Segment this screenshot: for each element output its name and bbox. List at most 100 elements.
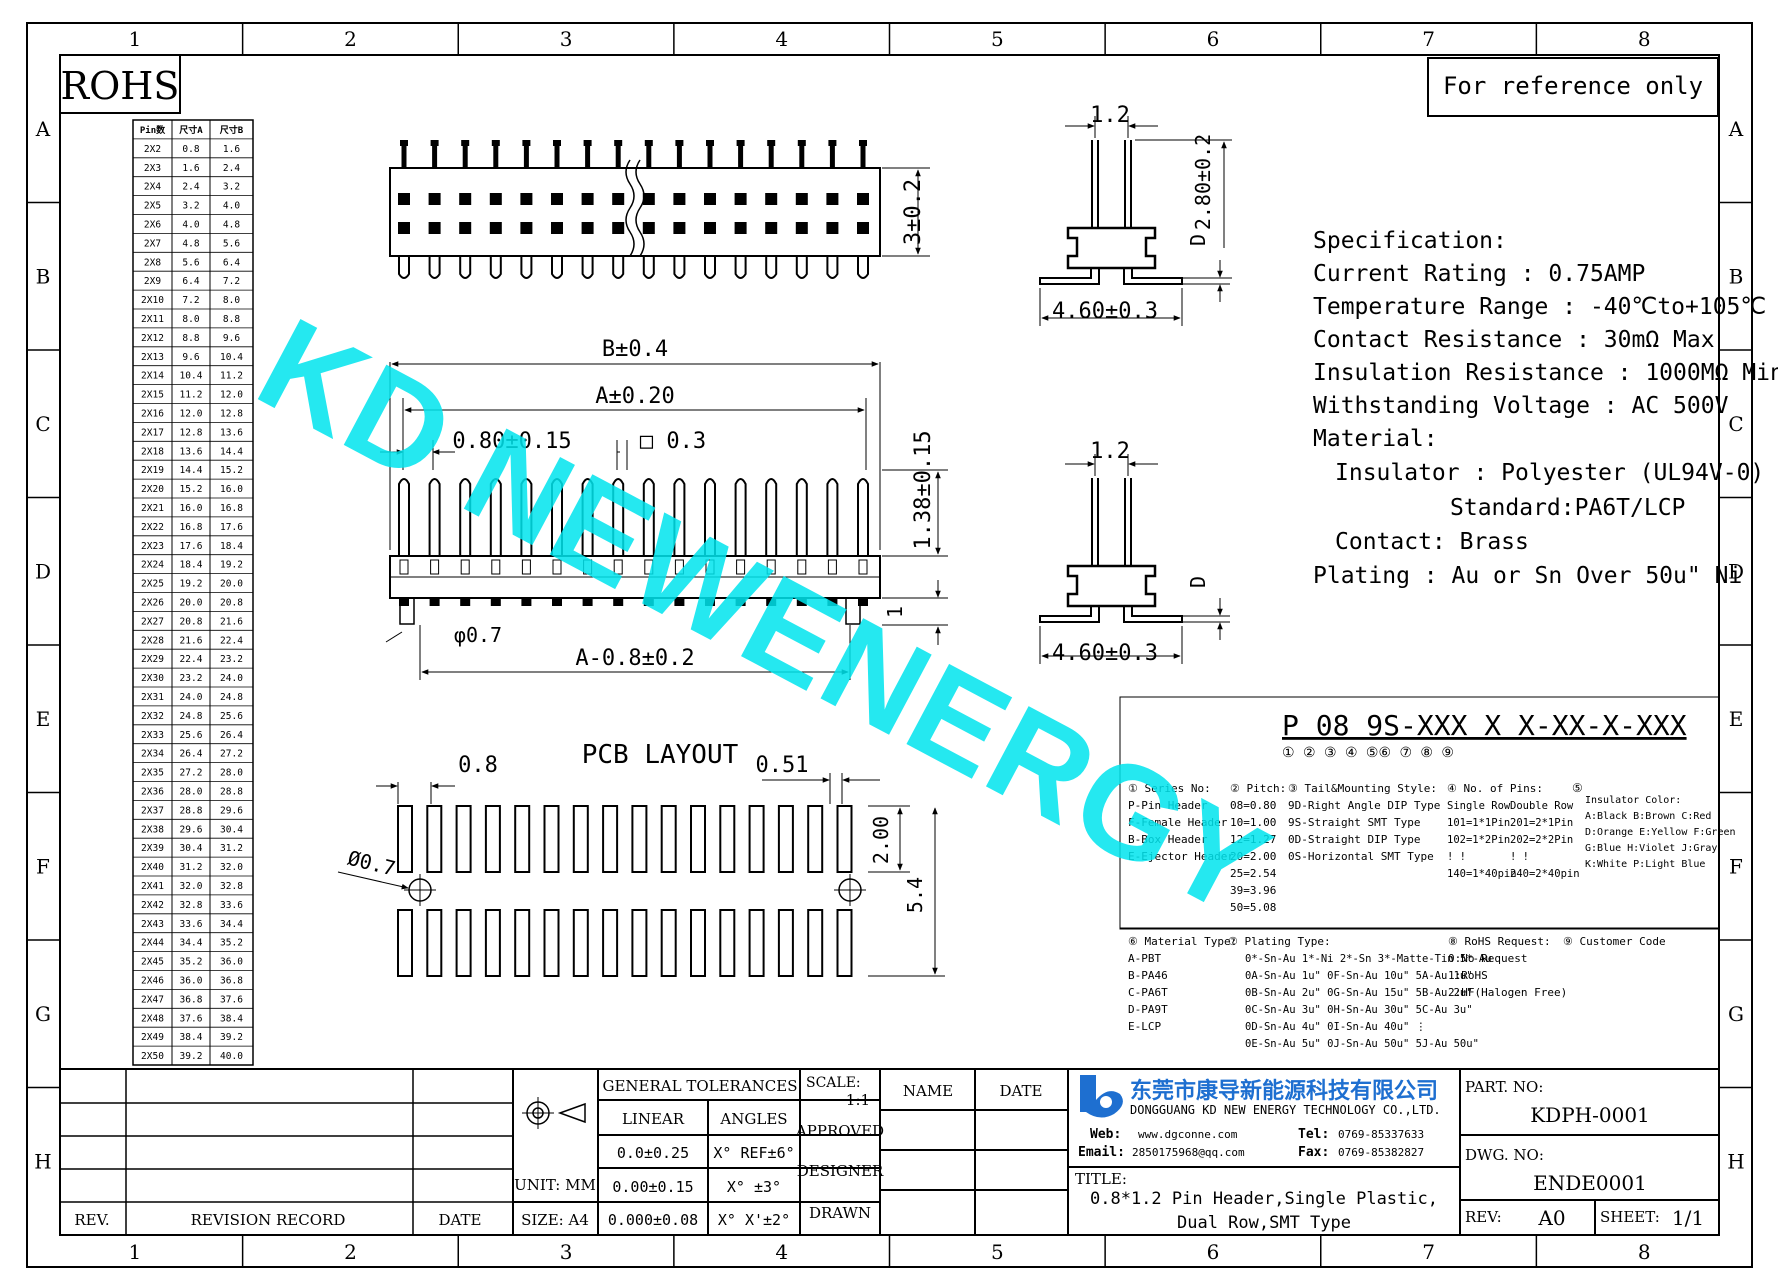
size-table-cell: 2X9	[144, 276, 161, 287]
pcb-pad-top	[690, 805, 706, 873]
top-pin-square-1	[459, 193, 472, 205]
size-table-cell: 4.0	[182, 220, 199, 231]
pcb-pad-bottom	[572, 909, 589, 977]
side-pin-foot	[705, 598, 715, 606]
top-pin-square-1	[398, 193, 410, 205]
code-customer: ⑨ Customer Code	[1563, 935, 1666, 948]
size-table-cell: 29.6	[180, 824, 203, 835]
size-table-cell: 2X38	[141, 824, 164, 835]
side-view-pins	[398, 478, 869, 606]
size-table-cell: 31.2	[180, 862, 203, 873]
size-table-cell: 12.0	[220, 390, 243, 401]
pcb-pad-top	[455, 805, 472, 873]
size-table-cell: 2X26	[141, 598, 164, 609]
size-table-cell: 2X34	[141, 749, 164, 760]
top-pin-square-1	[826, 193, 839, 205]
size-table-cell: 24.0	[220, 673, 243, 684]
top-pin-square-1	[551, 193, 563, 205]
size-table-cell: 14.4	[220, 446, 243, 457]
side-pin-slot	[491, 559, 501, 575]
pcb-pad-bottom	[602, 909, 619, 977]
company-name-cn: 东莞市康导新能源科技有限公司	[1130, 1078, 1438, 1103]
spec-contact: Contact: Brass	[1335, 529, 1529, 555]
top-pin-lower	[398, 256, 410, 279]
top-pin-lower	[765, 256, 778, 279]
pcb-pad-top	[807, 805, 824, 873]
size-table-cell: 18.4	[220, 541, 243, 552]
size-table-cell: 2X47	[141, 994, 164, 1005]
top-pin-square-2	[765, 222, 778, 234]
size-table-cell: 2.4	[223, 163, 240, 174]
side-pin-foot	[521, 598, 532, 606]
side-pin-slot	[583, 559, 593, 575]
code-series-item: P-Pin Header	[1128, 799, 1208, 812]
code-pitch-item: 25=2.54	[1230, 867, 1277, 880]
size-table-cell: 35.2	[220, 938, 243, 949]
side-pin-slot	[399, 559, 409, 575]
code-pitch-item: 10=1.00	[1230, 816, 1276, 829]
size-table-cell: 26.4	[220, 730, 243, 741]
code-pins-single-item: 101=1*1Pin	[1447, 817, 1510, 829]
pcb-title: PCB LAYOUT	[582, 740, 739, 770]
code-pitch-item: 12=1.27	[1230, 833, 1276, 846]
size-table-cell: 8.0	[182, 314, 199, 325]
side-pin	[704, 478, 716, 556]
top-pin-lower	[489, 256, 502, 279]
size-table-cell: 35.2	[180, 957, 203, 968]
connector-front-view: 3±0.2	[389, 140, 930, 279]
code-rohs-list: ⑧ RoHS Request:0:No Request1:RoHS2:HF(Ha…	[1448, 935, 1567, 999]
top-pin-square-1	[642, 193, 655, 205]
zone-col-bottom-2: 2	[344, 1240, 357, 1264]
top-pin-tip	[767, 140, 776, 146]
zone-col-bottom-4: 4	[775, 1240, 788, 1264]
size-table-cell: 2X18	[141, 446, 164, 457]
top-pin-lower	[520, 256, 533, 279]
code-series-item: B-Box Header	[1128, 833, 1208, 846]
pcb-pad-bottom	[397, 909, 413, 977]
code-pitch-list: ② Pitch:08=0.8010=1.0012=1.2720=2.0025=2…	[1230, 782, 1286, 914]
top-pin-tip	[706, 140, 714, 146]
side-pin-slot	[858, 559, 868, 575]
size-table-cell: 11.2	[220, 371, 243, 382]
name-header: NAME	[903, 1082, 953, 1100]
side-pin-foot	[674, 598, 685, 606]
code-plating-item: 0C-Sn-Au 3u" 0H-Sn-Au 30u" 5C-Au 3u"	[1245, 1004, 1473, 1016]
size-table-cell: 26.4	[180, 749, 203, 760]
top-pin-square-2	[642, 222, 655, 234]
size-table-cell: 21.6	[220, 616, 243, 627]
pcb-pad-top	[397, 805, 413, 873]
size-table-cell: 25.6	[220, 711, 243, 722]
size-table-cell: 28.0	[220, 768, 243, 779]
top-pin-lower	[581, 256, 594, 279]
pcb-pad-bottom	[777, 909, 794, 977]
side-pin-foot	[858, 598, 868, 606]
zone-row-left-G: G	[35, 1002, 51, 1026]
size-table-cell: 33.6	[180, 919, 203, 930]
spec-title: Specification:	[1313, 228, 1507, 254]
revision-record-header: REVISION RECORD	[191, 1211, 346, 1229]
side-pin	[398, 478, 410, 556]
title-line-2: Dual Row,SMT Type	[1177, 1213, 1351, 1233]
sheet-label: SHEET:	[1600, 1208, 1660, 1226]
part-code-markers: ① ② ③ ④ ⑤⑥ ⑦ ⑧ ⑨	[1282, 745, 1454, 761]
top-pin-square-2	[581, 222, 594, 234]
code-rohs-item: 0:No Request	[1448, 952, 1527, 965]
spec-contact-resistance: Contact Resistance : 30mΩ Max	[1313, 327, 1715, 353]
zone-col-bottom-5: 5	[991, 1240, 1004, 1264]
code-rohs-item: ⑧ RoHS Request:	[1448, 935, 1551, 948]
pcb-pad-bottom	[426, 909, 443, 977]
rohs-box: ROHS	[59, 54, 181, 114]
side-pin-slot	[460, 559, 470, 575]
size-table-header: Pin数	[140, 124, 166, 136]
code-plating-item: 0E-Sn-Au 5u" 0J-Sn-Au 50u" 5J-Au 50u"	[1245, 1038, 1479, 1050]
side-pin-slot	[613, 559, 623, 575]
dwg-no-label: DWG. NO:	[1465, 1146, 1544, 1164]
zone-row-left-E: E	[36, 707, 51, 731]
size-table-cell: 36.8	[180, 994, 203, 1005]
size-table-cell: 16.0	[220, 484, 243, 495]
zone-col-top-3: 3	[560, 27, 573, 51]
code-plating-title: ⑦ Plating Type:	[1228, 935, 1331, 948]
